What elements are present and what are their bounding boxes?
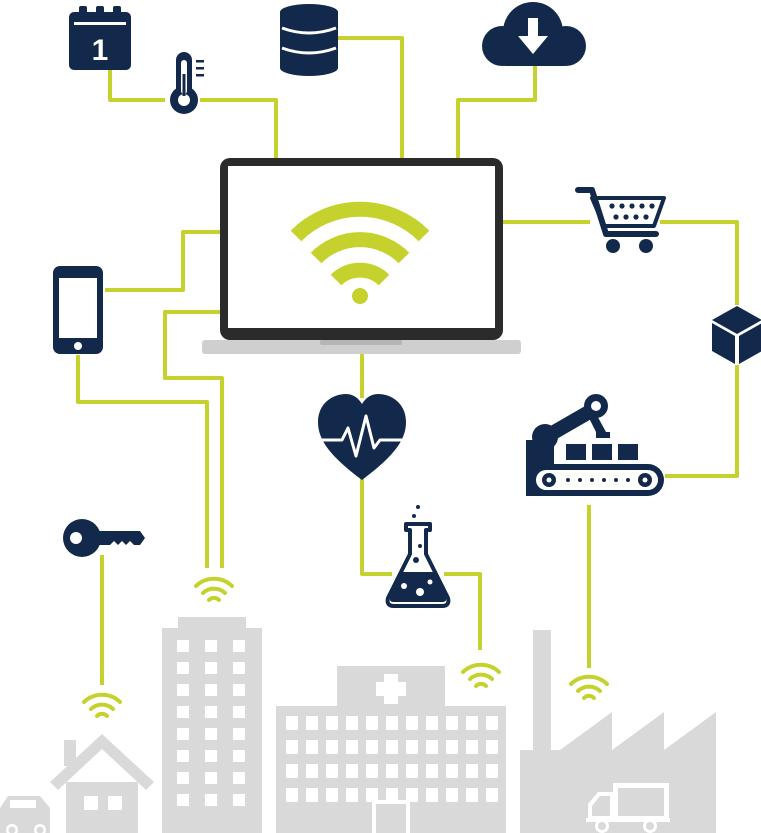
wifi-dot (352, 288, 368, 304)
line-box-robot (665, 365, 739, 478)
wifi-symbol-building (194, 576, 234, 602)
line-cart-box (660, 220, 739, 305)
line-thermo-laptop (200, 98, 278, 158)
wifi-symbol-hospital (461, 662, 501, 688)
wifi-symbol-house (82, 692, 122, 718)
line-phone-building-a (76, 355, 209, 568)
house-icon (50, 734, 154, 833)
line-laptop-building-b (163, 310, 224, 568)
car-icon (0, 796, 50, 833)
thermometer-icon (170, 52, 204, 114)
calendar-icon: 1 (69, 6, 131, 70)
line-phone-laptop (105, 230, 222, 292)
smartphone-icon (53, 266, 103, 354)
calendar-day-number: 1 (92, 34, 109, 67)
key-icon (63, 519, 145, 557)
line-cloud-laptop (456, 62, 537, 158)
wifi-icon (290, 201, 430, 286)
cloud-download-icon (482, 2, 586, 66)
heart-pulse-icon (318, 394, 406, 480)
line-heart-flask (360, 478, 392, 576)
database-icon (280, 4, 338, 76)
shopping-cart-icon (575, 187, 666, 253)
office-building-icon (162, 617, 262, 833)
line-flask-hospital (444, 572, 482, 650)
truck-icon (586, 783, 670, 833)
package-box-icon (712, 306, 761, 364)
wifi-symbol-factory (569, 674, 609, 700)
line-calendar-thermo (108, 62, 165, 102)
lab-flask-icon (385, 505, 451, 608)
hospital-icon (276, 666, 506, 833)
line-database-laptop (338, 36, 404, 158)
robot-conveyor-icon (526, 394, 664, 496)
laptop-icon (202, 158, 521, 354)
